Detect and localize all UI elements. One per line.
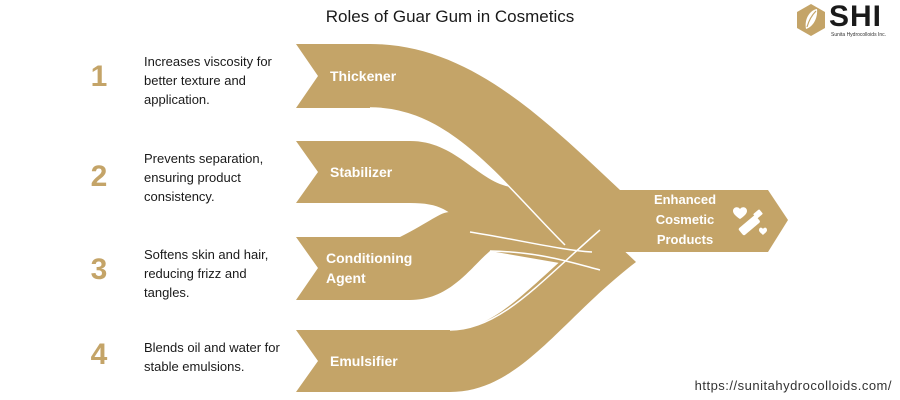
- website-url: https://sunitahydrocolloids.com/: [694, 378, 892, 393]
- label-thickener: Thickener: [330, 68, 397, 84]
- output-label: Enhanced Cosmetic Products: [653, 192, 717, 247]
- flow-band-emulsifier: [296, 228, 636, 392]
- output-arrow: [585, 190, 788, 252]
- label-conditioning-agent: Conditioning Agent: [326, 250, 413, 286]
- step-description-3: Softens skin and hair, reducing frizz an…: [144, 247, 269, 300]
- step-number-3: 3: [90, 253, 108, 286]
- step-description-1: Increases viscosity for better texture a…: [144, 54, 272, 107]
- diagram-title: Roles of Guar Gum in Cosmetics: [325, 7, 575, 26]
- step-number-2: 2: [90, 160, 108, 193]
- logo-wordmark: SHI: [829, 0, 883, 33]
- company-logo: SHI Sunita Hydrocolloids Inc.: [795, 0, 895, 41]
- label-stabilizer: Stabilizer: [330, 164, 393, 180]
- step-description-2: Prevents separation, ensuring product co…: [144, 151, 264, 204]
- flow-band-conditioning: [296, 212, 600, 300]
- cosmetics-icon: [733, 207, 767, 236]
- label-emulsifier: Emulsifier: [330, 353, 398, 369]
- step-number-4: 4: [90, 338, 108, 371]
- leaf-logo-icon: [797, 4, 825, 36]
- logo-subtitle: Sunita Hydrocolloids Inc.: [831, 32, 887, 38]
- step-number-1: 1: [90, 60, 108, 93]
- step-description-4: Blends oil and water for stable emulsion…: [144, 340, 280, 374]
